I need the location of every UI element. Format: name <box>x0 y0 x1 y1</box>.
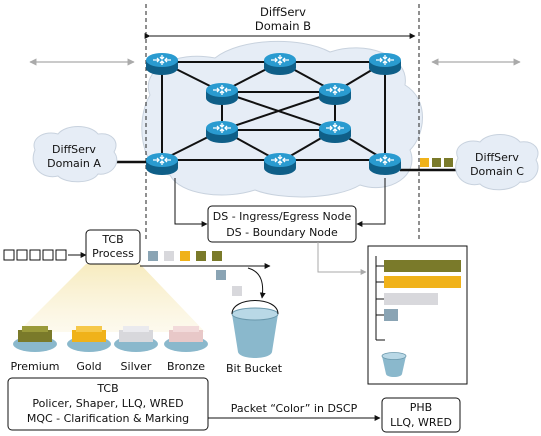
router-edge-bottom-right <box>368 152 402 176</box>
drop-arrow <box>247 267 266 299</box>
tcb-process-title: TCB <box>101 233 123 246</box>
tcb-process-subtitle: Process <box>92 247 134 260</box>
class-label-premium: Premium <box>11 360 60 373</box>
bit-bucket-icon <box>231 300 279 358</box>
packet-color-label: Packet “Color” in DSCP <box>231 402 358 415</box>
tray-bronze <box>164 326 208 352</box>
domain-b-subtitle: Domain B <box>255 19 311 33</box>
ds-ingress-egress-label: DS - Ingress/Egress Node <box>213 210 352 223</box>
domain-b-title: DiffServ <box>260 5 306 19</box>
router-core-lower-right <box>318 120 352 144</box>
router-core-upper-right <box>318 82 352 106</box>
domain-c-subtitle: Domain C <box>470 165 524 178</box>
router-edge-bottom-left <box>145 152 179 176</box>
tray-gold <box>67 326 111 352</box>
router-core-bottom <box>263 152 297 176</box>
phb-box-title: PHB <box>410 401 432 414</box>
phb-box-subtitle: LLQ, WRED <box>390 416 452 429</box>
domain-c-title: DiffServ <box>475 151 519 164</box>
tcb-box <box>7 377 209 431</box>
tray-premium <box>13 326 57 352</box>
tcb-light-beam <box>18 264 205 332</box>
phb-box <box>381 397 461 433</box>
dropped-packets <box>216 270 242 296</box>
class-label-bronze: Bronze <box>167 360 205 373</box>
incoming-packet-queue <box>3 249 67 261</box>
domain-c-cloud <box>455 134 539 191</box>
class-label-gold: Gold <box>76 360 101 373</box>
domain-a-subtitle: Domain A <box>47 157 101 170</box>
ds-box-connector-left <box>174 178 208 227</box>
router-edge-top-right <box>368 52 402 76</box>
domain-b-cloud <box>141 40 423 198</box>
queue-bars <box>375 256 461 341</box>
ds-node-box <box>207 205 357 243</box>
ds-box-connector-right <box>356 178 386 227</box>
tcb-process-box <box>85 229 141 265</box>
queue-panel-pointer <box>317 242 367 275</box>
tcb-box-tools: Policer, Shaper, LLQ, WRED <box>32 397 183 410</box>
domain-a-cloud <box>32 126 118 183</box>
bit-bucket-label: Bit Bucket <box>226 362 283 375</box>
domain-a-title: DiffServ <box>52 143 96 156</box>
class-label-silver: Silver <box>121 360 152 373</box>
router-core-top <box>263 52 297 76</box>
tcb-box-mqc: MQC - Clarification & Marking <box>27 412 189 425</box>
tray-silver <box>114 326 158 352</box>
router-core-upper-left <box>205 82 239 106</box>
domain-c-packets <box>420 158 453 167</box>
classified-packets <box>148 251 222 261</box>
queue-panel-bucket-icon <box>381 352 407 377</box>
router-core-lower-left <box>205 120 239 144</box>
router-edge-top-left <box>145 52 179 76</box>
tcb-box-title: TCB <box>96 382 118 395</box>
ds-boundary-label: DS - Boundary Node <box>226 226 338 239</box>
